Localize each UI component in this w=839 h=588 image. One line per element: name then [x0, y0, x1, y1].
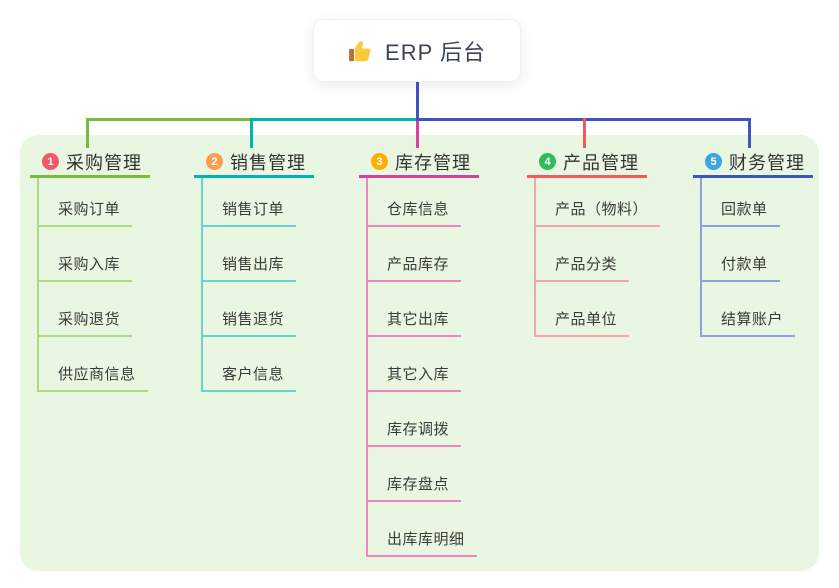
branch-label: 库存管理: [395, 152, 471, 173]
branch-number-badge: 2: [206, 153, 223, 170]
branch-children-product: 产品（物料） 产品分类 产品单位: [534, 178, 694, 337]
child-node[interactable]: 产品库存: [368, 227, 526, 282]
connector-drop-purchase: [86, 118, 89, 148]
child-node[interactable]: 供应商信息: [39, 337, 197, 392]
branch-children-sales: 销售订单 销售出库 销售退货 客户信息: [201, 178, 361, 392]
branch-children-inventory: 仓库信息 产品库存 其它出库 其它入库 库存调拨 库存盘点 出库库明细: [366, 178, 526, 557]
root-title: ERP 后台: [385, 39, 486, 65]
child-node[interactable]: 库存盘点: [368, 447, 526, 502]
child-node[interactable]: 出库库明细: [368, 502, 526, 557]
branch-finance: 5 财务管理 回款单 付款单 结算账户: [693, 148, 839, 337]
branch-label: 产品管理: [563, 152, 639, 173]
child-node[interactable]: 回款单: [702, 178, 839, 227]
branch-title-inventory[interactable]: 3 库存管理: [359, 148, 479, 178]
child-node[interactable]: 采购订单: [39, 178, 197, 227]
branch-purchase: 1 采购管理 采购订单 采购入库 采购退货 供应商信息: [30, 148, 180, 392]
branch-inventory: 3 库存管理 仓库信息 产品库存 其它出库 其它入库 库存调拨 库存盘点 出库库…: [359, 148, 509, 557]
child-node[interactable]: 销售退货: [203, 282, 361, 337]
branch-sales: 2 销售管理 销售订单 销售出库 销售退货 客户信息: [194, 148, 344, 392]
child-node[interactable]: 库存调拨: [368, 392, 526, 447]
thumbs-up-icon: [349, 40, 371, 61]
connector-drop-finance: [748, 118, 751, 148]
child-node[interactable]: 其它入库: [368, 337, 526, 392]
branch-label: 采购管理: [66, 152, 142, 173]
child-node[interactable]: 仓库信息: [368, 178, 526, 227]
child-node[interactable]: 采购退货: [39, 282, 197, 337]
branch-title-purchase[interactable]: 1 采购管理: [30, 148, 150, 178]
child-node[interactable]: 产品分类: [536, 227, 694, 282]
branch-children-finance: 回款单 付款单 结算账户: [700, 178, 839, 337]
child-node[interactable]: 采购入库: [39, 227, 197, 282]
branch-title-sales[interactable]: 2 销售管理: [194, 148, 314, 178]
branch-number-badge: 3: [371, 153, 388, 170]
connector-segment-teal: [250, 118, 416, 121]
child-node[interactable]: 销售订单: [203, 178, 361, 227]
child-node[interactable]: 产品单位: [536, 282, 694, 337]
connector-root-stem: [416, 82, 419, 119]
child-node[interactable]: 客户信息: [203, 337, 361, 392]
branch-title-product[interactable]: 4 产品管理: [527, 148, 647, 178]
child-node[interactable]: 产品（物料）: [536, 178, 694, 227]
connector-drop-inventory: [416, 121, 419, 148]
map-background: [20, 135, 819, 571]
branch-title-finance[interactable]: 5 财务管理: [693, 148, 813, 178]
connector-drop-product: [583, 118, 586, 148]
branch-number-badge: 5: [705, 153, 722, 170]
root-node[interactable]: ERP 后台: [313, 19, 521, 82]
connector-drop-sales: [250, 118, 253, 148]
connector-segment-green: [86, 118, 250, 121]
branch-label: 销售管理: [230, 152, 306, 173]
branch-children-purchase: 采购订单 采购入库 采购退货 供应商信息: [37, 178, 197, 392]
branch-product: 4 产品管理 产品（物料） 产品分类 产品单位: [527, 148, 677, 337]
child-node[interactable]: 其它出库: [368, 282, 526, 337]
branch-number-badge: 4: [539, 153, 556, 170]
branch-number-badge: 1: [42, 153, 59, 170]
child-node[interactable]: 销售出库: [203, 227, 361, 282]
child-node[interactable]: 付款单: [702, 227, 839, 282]
branch-label: 财务管理: [729, 152, 805, 173]
child-node[interactable]: 结算账户: [702, 282, 839, 337]
